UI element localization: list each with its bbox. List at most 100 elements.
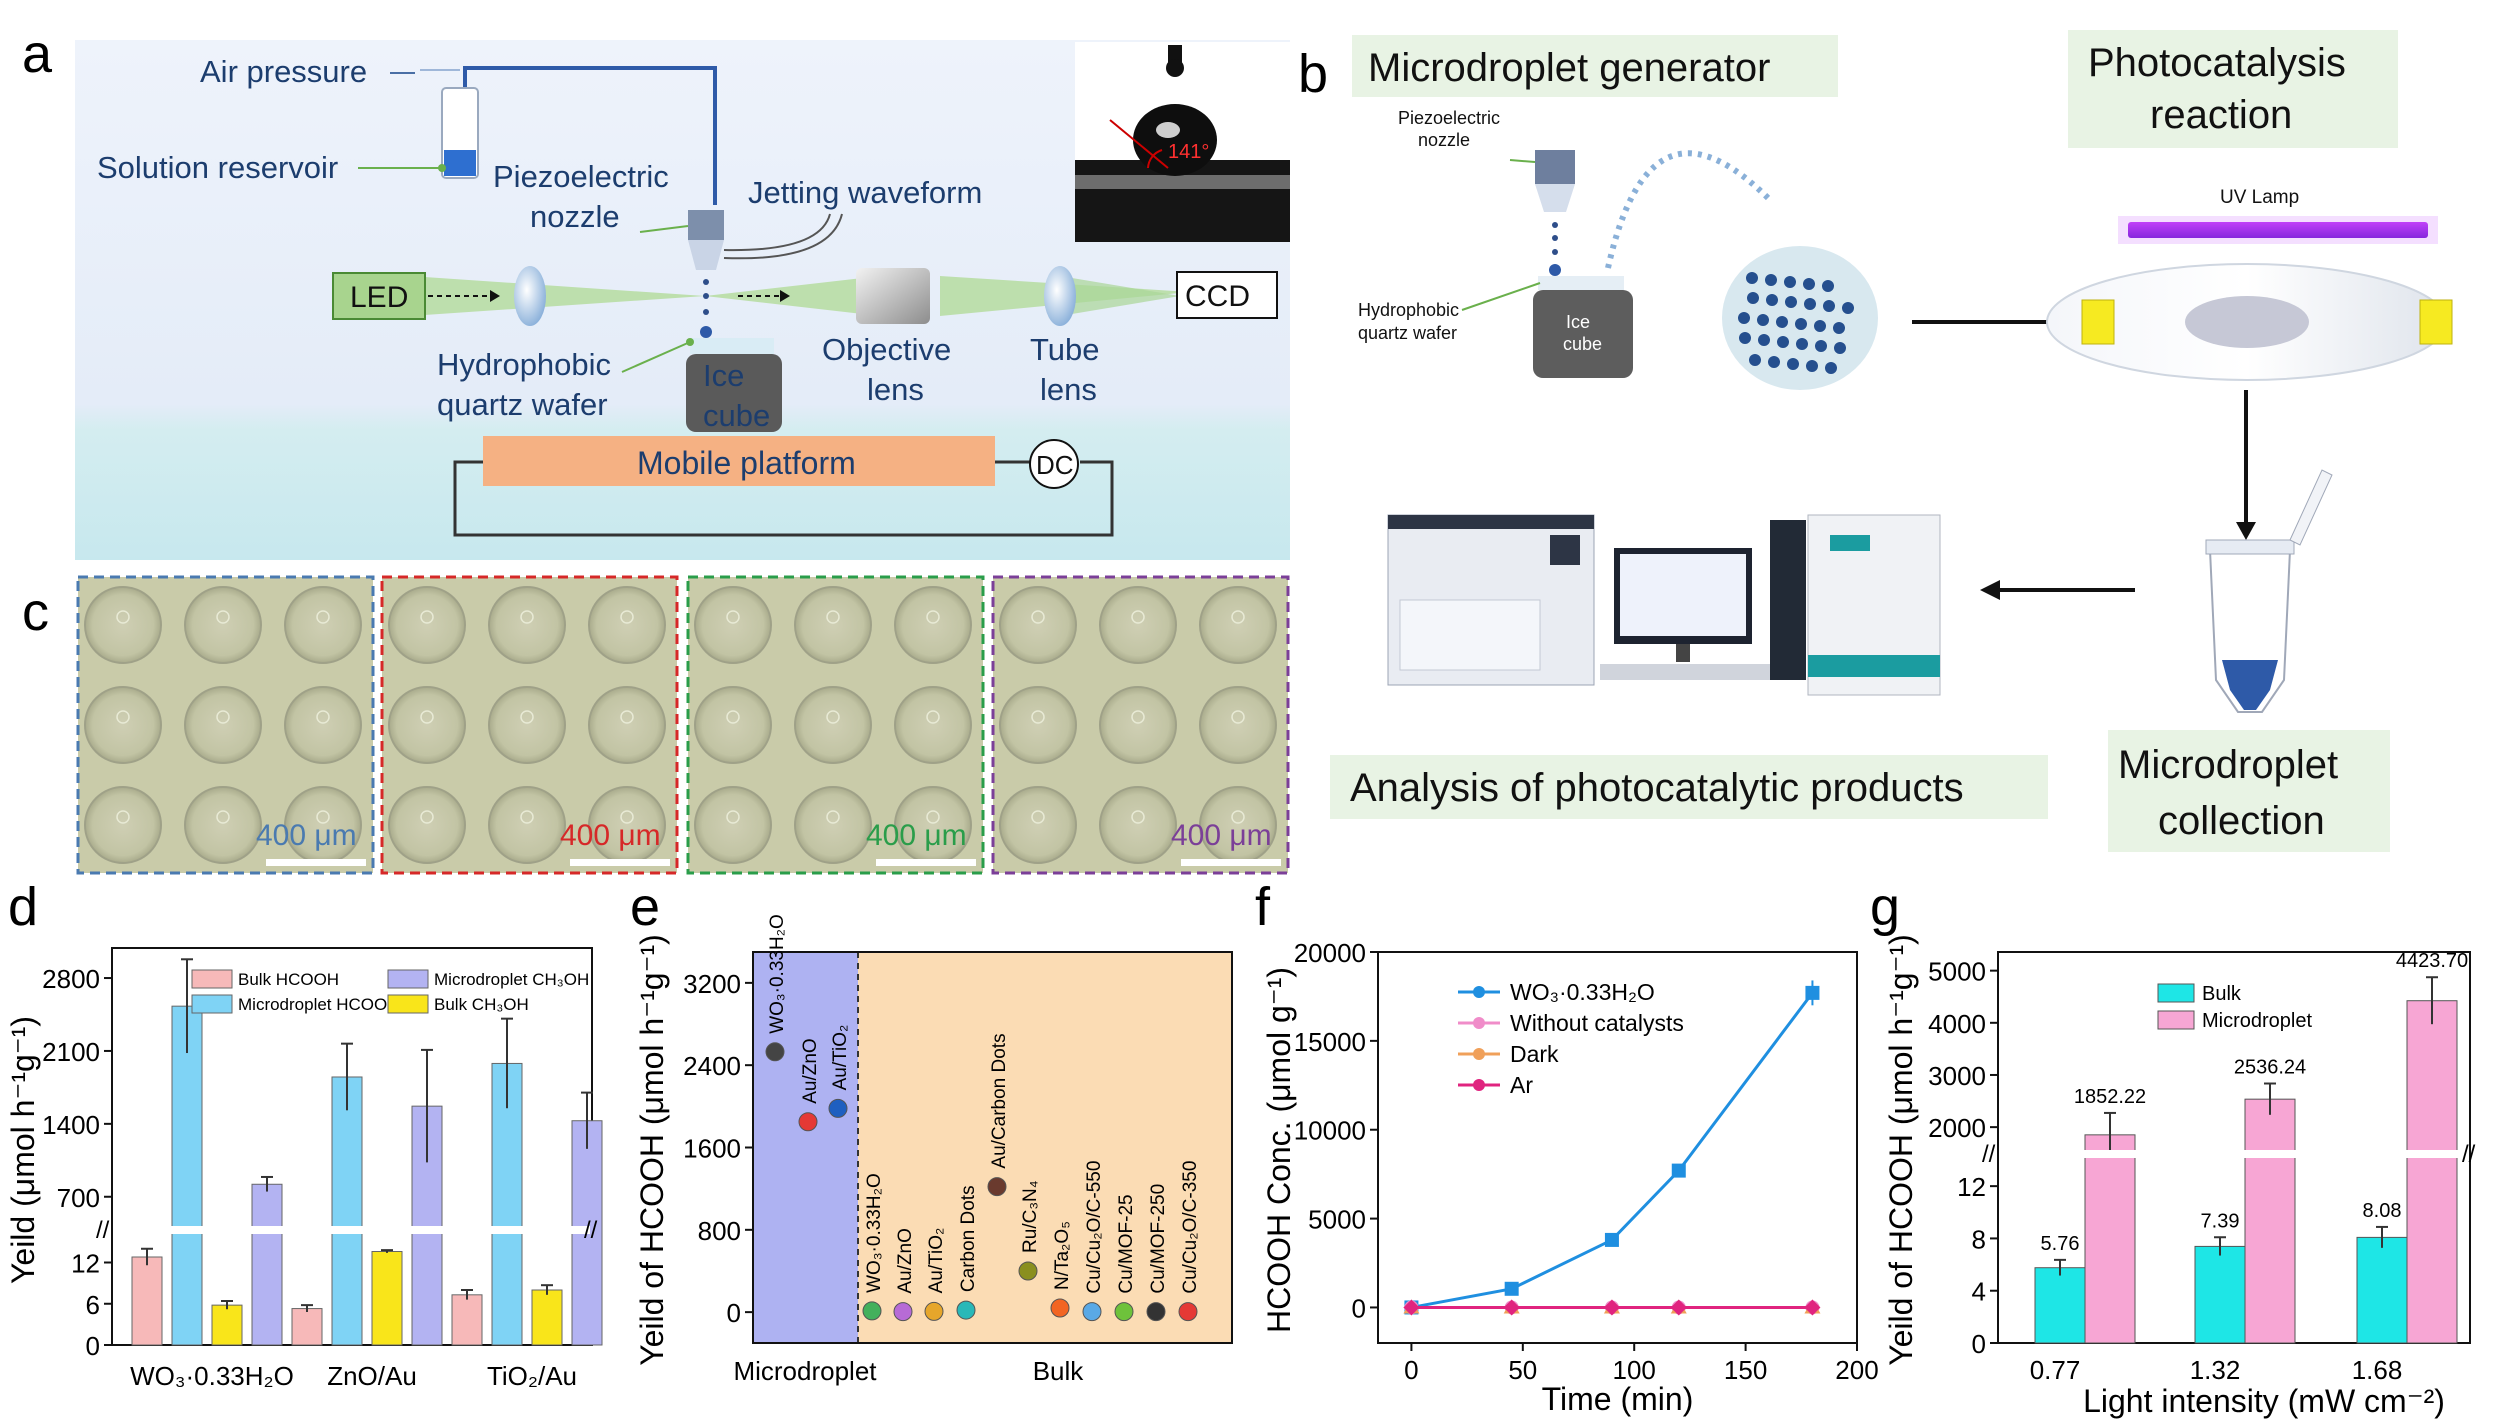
x-tick-label-d-2: TiO₂/Au bbox=[487, 1361, 577, 1391]
micro-droplet-core-2-0-1 bbox=[826, 610, 840, 624]
micro-droplet-2-2-0 bbox=[694, 786, 772, 864]
legend-label-d-3: Microdroplet CH₃OH bbox=[434, 970, 589, 989]
y-axis-title-f: HCOOH Conc. (μmol g⁻¹) bbox=[1261, 967, 1297, 1333]
b-piezo-label-1: Piezoelectric bbox=[1398, 108, 1500, 128]
point-e-6 bbox=[956, 1300, 976, 1320]
bar-g-0-1 bbox=[2084, 1134, 2136, 1344]
legend-label-f-3: Ar bbox=[1510, 1072, 1533, 1098]
dc-label: DC bbox=[1036, 450, 1074, 480]
micro-droplet-3-1-1 bbox=[1099, 686, 1177, 764]
micrograph-border-2 bbox=[686, 575, 985, 875]
micro-droplet-core-1-0-1 bbox=[520, 610, 534, 624]
x-tick-label-f-150: 150 bbox=[1724, 1355, 1767, 1385]
b-hydrophobic-label-2: quartz wafer bbox=[1358, 323, 1457, 343]
marker-f-3-1 bbox=[1503, 1299, 1520, 1316]
marker-f-3-4 bbox=[1804, 1299, 1821, 1316]
marker-f-3-2 bbox=[1603, 1299, 1620, 1316]
scale-bar-label-1: 400 μm bbox=[560, 819, 661, 852]
x-axis-title-f: Time (min) bbox=[1542, 1381, 1694, 1417]
y-axis-title-d: Yeild (μmol h⁻¹g⁻¹) bbox=[5, 1016, 41, 1284]
computer-icon bbox=[1600, 520, 1806, 680]
y-tick-label-d-low-0: 0 bbox=[86, 1331, 100, 1361]
micro-droplet-core-1-1-2 bbox=[620, 710, 634, 724]
y-tick-label-g-4000: 4000 bbox=[1928, 1009, 1986, 1039]
panel-letter-c: c bbox=[22, 582, 49, 642]
mobile-platform-box bbox=[483, 436, 995, 486]
ccd-box bbox=[1176, 271, 1278, 319]
x-tick-label-d-1: ZnO/Au bbox=[327, 1361, 417, 1391]
droplet-dot-10 bbox=[1842, 302, 1854, 314]
micro-droplet-core-3-0-0 bbox=[1031, 610, 1045, 624]
droplet-dot-8 bbox=[1804, 298, 1816, 310]
marker-f-0-2 bbox=[1604, 1232, 1619, 1247]
micro-droplet-core-1-2-1 bbox=[520, 810, 534, 824]
y-tick-label-e-0: 0 bbox=[727, 1298, 741, 1328]
point-label-e-12: Cu/MOF-250 bbox=[1148, 1184, 1169, 1294]
droplet-dot-1 bbox=[1765, 274, 1777, 286]
micro-droplet-core-2-0-0 bbox=[726, 610, 740, 624]
objective-lens-icon bbox=[856, 268, 930, 324]
micro-droplet-1-0-1 bbox=[488, 586, 566, 664]
micro-droplet-core-2-1-1 bbox=[826, 710, 840, 724]
bar-d-0-1 bbox=[171, 1005, 203, 1346]
micro-droplet-core-0-0-0 bbox=[116, 610, 130, 624]
jetting-waveform-label: Jetting waveform bbox=[748, 175, 982, 210]
contact-angle-inset: 141° bbox=[1075, 42, 1290, 242]
axis-break-mark-d-right: // bbox=[584, 1217, 598, 1244]
micro-droplet-3-2-1 bbox=[1099, 786, 1177, 864]
droplet-dot-15 bbox=[1814, 320, 1826, 332]
droplet-dot-3 bbox=[1803, 278, 1815, 290]
point-label-e-11: Cu/MOF-25 bbox=[1116, 1194, 1137, 1293]
axis-break-g bbox=[2000, 1150, 2468, 1158]
solution-reservoir-label: Solution reservoir bbox=[97, 150, 338, 185]
micro-droplet-3-0-0 bbox=[999, 586, 1077, 664]
bar-d-0-2 bbox=[211, 1304, 243, 1346]
micro-droplet-core-1-1-1 bbox=[520, 710, 534, 724]
x-tick-label-d-0: WO₃·0.33H₂O bbox=[130, 1361, 294, 1391]
micro-droplet-core-2-1-0 bbox=[726, 710, 740, 724]
x-region-label-e-1: Bulk bbox=[1033, 1356, 1085, 1386]
legend-marker-f-3 bbox=[1473, 1079, 1485, 1091]
marker-f-0-1 bbox=[1504, 1281, 1519, 1296]
dc-source-icon bbox=[1029, 439, 1079, 489]
point-label-e-7: Au/Carbon Dots bbox=[989, 1033, 1010, 1168]
micro-droplet-1-1-0 bbox=[388, 686, 466, 764]
scale-bar-label-2: 400 μm bbox=[866, 819, 967, 852]
point-label-e-6: Carbon Dots bbox=[958, 1185, 979, 1292]
y-tick-label-g-3000: 3000 bbox=[1928, 1061, 1986, 1091]
panel-letter-b: b bbox=[1298, 44, 1328, 104]
micro-droplet-0-0-0 bbox=[84, 586, 162, 664]
y-axis-title-e: Yeild of HCOOH (μmol h⁻¹g⁻¹) bbox=[634, 934, 670, 1366]
y-tick-label-g-5000: 5000 bbox=[1928, 957, 1986, 987]
series-line-f-0 bbox=[1411, 991, 1814, 1309]
region-microdroplet-e bbox=[753, 952, 858, 1343]
bar-d-2-0 bbox=[451, 1294, 483, 1346]
legend-label-g-1: Microdroplet bbox=[2202, 1010, 2312, 1032]
micro-droplet-1-0-0 bbox=[388, 586, 466, 664]
bar-d-1-1 bbox=[331, 1076, 363, 1346]
gc-instrument-icon bbox=[1387, 514, 1595, 686]
legend-marker-f-1 bbox=[1473, 1017, 1485, 1029]
droplet-dot-13 bbox=[1776, 316, 1788, 328]
scale-bar-0 bbox=[266, 859, 366, 866]
y-tick-label-g-low-12: 12 bbox=[1957, 1172, 1986, 1202]
objective-label-2: lens bbox=[867, 372, 924, 407]
droplet-dot-7 bbox=[1785, 296, 1797, 308]
droplet-dot-20 bbox=[1796, 338, 1808, 350]
axis-break-d bbox=[114, 1226, 590, 1234]
droplet-dot-17 bbox=[1739, 332, 1751, 344]
axis-break-mark-g-right: // bbox=[2462, 1141, 2476, 1168]
micro-droplet-core-1-2-2 bbox=[620, 810, 634, 824]
micrograph-border-3 bbox=[991, 575, 1290, 875]
x-tick-label-g-0: 0.77 bbox=[2030, 1355, 2081, 1385]
legend-label-d-1: Microdroplet HCOOH bbox=[238, 995, 400, 1014]
point-label-e-0: WO₃·0.33H₂O bbox=[767, 914, 788, 1034]
droplet-dot-23 bbox=[1749, 354, 1761, 366]
point-label-e-9: N/Ta₂O₅ bbox=[1052, 1221, 1073, 1290]
micrograph-border-0 bbox=[76, 575, 375, 875]
chart-g: 2000300040005000048125.761852.220.777.39… bbox=[1883, 934, 2476, 1419]
panel-a-setup: 141° Air pressure Solution reservoir Pie… bbox=[75, 40, 1290, 560]
